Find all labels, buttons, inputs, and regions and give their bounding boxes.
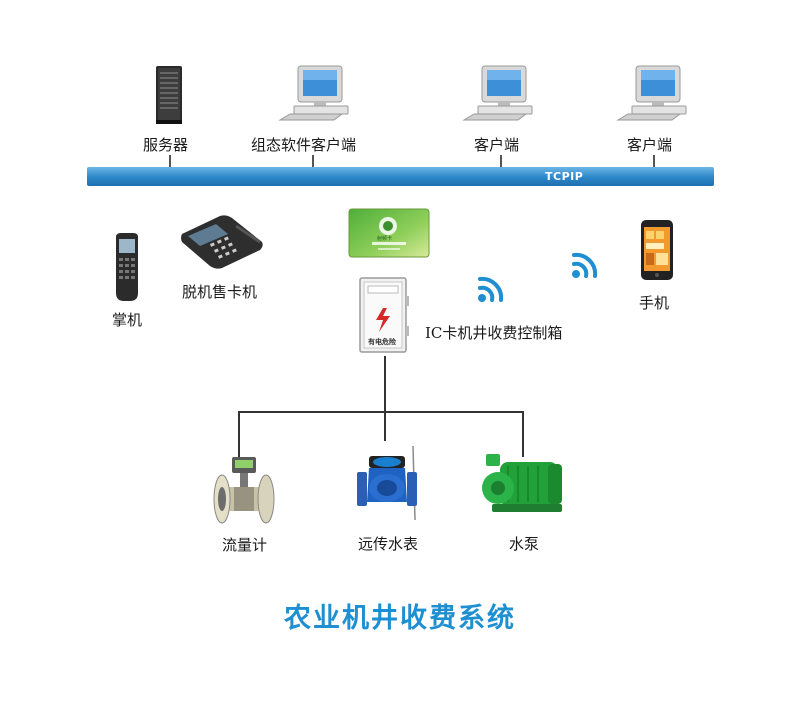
- controller-label: IC卡机井收费控制箱: [425, 324, 563, 342]
- config-client-connector: [312, 155, 314, 168]
- controller-box-icon: [359, 277, 409, 353]
- server-connector: [169, 155, 171, 168]
- server-icon: [156, 66, 182, 124]
- computer-icon: [278, 65, 349, 121]
- handheld-label: 掌机: [112, 311, 143, 329]
- branch-pump: [522, 411, 524, 457]
- water-meter-icon: [357, 445, 417, 521]
- diagram-title: 农业机井收费系统: [284, 603, 516, 634]
- water-meter-label: 远传水表: [358, 535, 419, 553]
- ic-card-icon: [348, 208, 430, 258]
- client-connector: [653, 155, 655, 168]
- mobile-phone-icon: [641, 220, 673, 280]
- computer-icon: [462, 65, 533, 121]
- card-machine-label: 脱机售卡机: [182, 283, 258, 301]
- wifi-icon: [572, 252, 598, 278]
- ic-card-text: 射频卡: [377, 236, 393, 242]
- client-connector: [500, 155, 502, 168]
- server-label: 服务器: [143, 136, 189, 154]
- tcpip-bus-label: TCPIP: [545, 170, 584, 183]
- tcpip-bus: [87, 167, 714, 186]
- phone-label: 手机: [639, 294, 670, 312]
- controller-down-line: [384, 356, 386, 412]
- flow-meter-label: 流量计: [222, 536, 268, 554]
- computer-icon: [616, 65, 687, 121]
- branch-line: [238, 411, 524, 413]
- branch-flowmeter: [238, 411, 240, 457]
- water-pump-icon: [482, 454, 562, 512]
- card-machine-icon: [181, 215, 263, 269]
- controller-warning-text: 有电危险: [368, 338, 396, 346]
- config-client-label: 组态软件客户端: [251, 136, 357, 154]
- wifi-icon: [478, 276, 504, 302]
- branch-watermeter: [384, 411, 386, 441]
- flow-meter-icon: [213, 457, 275, 524]
- client-label: 客户端: [627, 136, 673, 154]
- handheld-terminal-icon: [116, 233, 138, 301]
- client-label: 客户端: [474, 136, 520, 154]
- water-pump-label: 水泵: [509, 535, 540, 553]
